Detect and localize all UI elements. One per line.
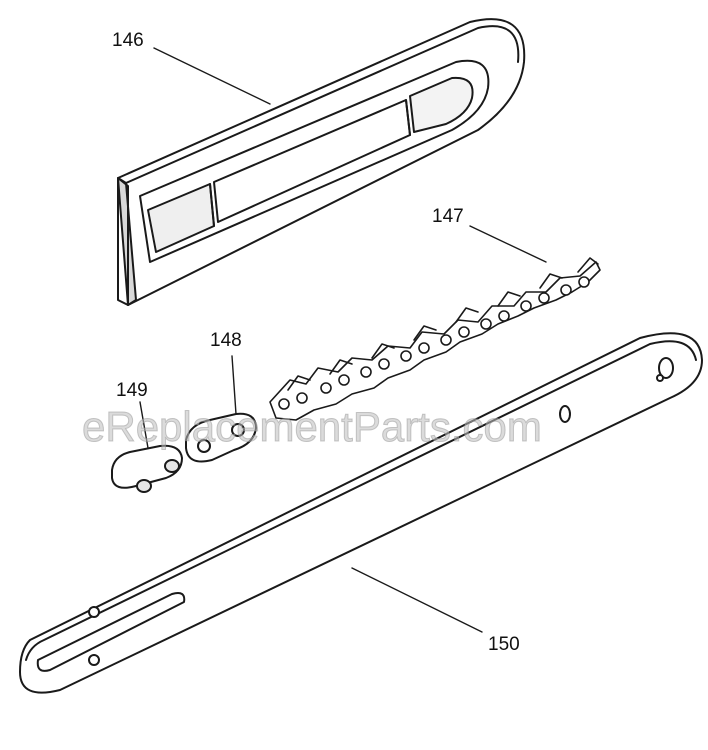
leader-147 (469, 225, 547, 263)
leader-lines (139, 47, 547, 633)
callout-146: 146 (112, 30, 144, 51)
saw-chain-147 (269, 257, 601, 421)
callout-148: 148 (210, 330, 242, 351)
leader-149 (139, 401, 149, 449)
chain-link-plate-148 (185, 412, 257, 463)
callout-149: 149 (116, 380, 148, 401)
leader-148 (231, 355, 237, 415)
chain-link-rivet-149 (111, 444, 183, 493)
leader-146 (153, 47, 271, 105)
guide-bar-150 (19, 332, 703, 694)
bar-cover-146 (117, 18, 526, 306)
callout-147: 147 (432, 206, 464, 227)
callout-150: 150 (488, 634, 520, 655)
leader-150 (351, 567, 483, 633)
watermark-text: eReplacementParts.com (82, 403, 543, 451)
